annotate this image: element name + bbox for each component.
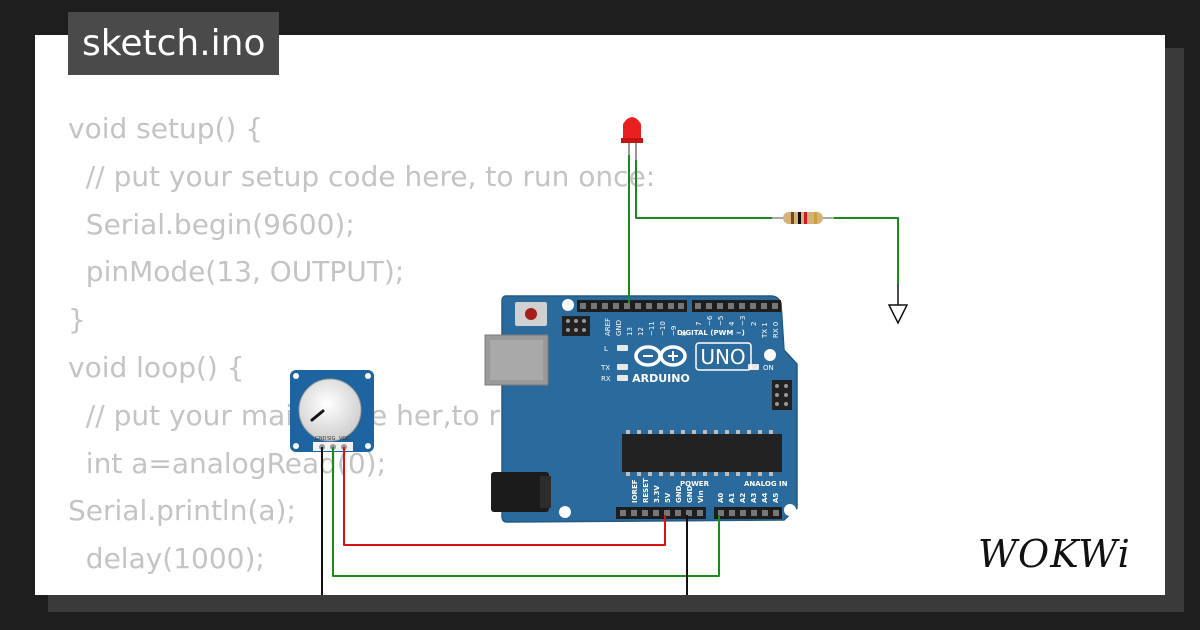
code-line: void loop() { [68, 350, 245, 384]
pot-pin-label: SIG [327, 436, 336, 442]
code-line: } [68, 303, 86, 337]
pot-pin-label: GND [315, 436, 327, 442]
analog-label: ANALOG IN [744, 480, 788, 488]
digital-header [577, 300, 781, 312]
ground-icon [887, 284, 909, 325]
power-jack [491, 472, 549, 512]
wokwi-logo: WOKWi [978, 532, 1131, 576]
reset-button-cap[interactable] [525, 308, 537, 320]
pin-label: ~11 [648, 321, 656, 336]
led-tx [617, 364, 628, 370]
pin-label: 5V [664, 492, 672, 503]
pin-label: ~10 [659, 321, 667, 336]
red-led[interactable] [621, 117, 643, 160]
code-line: delay(1000); [68, 542, 265, 576]
mounting-hole [784, 504, 796, 516]
pin-label: 2 [750, 322, 758, 326]
wire-resistor-to-ground [834, 217, 899, 284]
pin-label: A4 [761, 493, 769, 503]
pin-label: 8 [680, 332, 688, 336]
code-line: Serial.println(a); [68, 494, 296, 528]
icsp-header [562, 316, 590, 336]
pin-label: ~9 [670, 326, 678, 336]
pin-label: ~3 [739, 316, 747, 326]
potentiometer[interactable]: GND SIG VCC [290, 370, 374, 452]
pin-label: 12 [637, 327, 645, 336]
analog-header [714, 507, 782, 519]
pin-label: AREF [604, 318, 612, 336]
digital-label: DIGITAL (PWM ~) [677, 329, 745, 337]
pin-label: RESET [642, 478, 650, 503]
mounting-hole [559, 506, 571, 518]
pin-label: TX 1 [761, 322, 769, 339]
tx-label: TX [600, 364, 610, 372]
mounting-hole [764, 349, 776, 361]
code-line: Serial.begin(9600); [68, 207, 355, 241]
file-tab-label: sketch.ino [82, 23, 266, 64]
resistor[interactable] [772, 212, 834, 224]
led-rx [617, 375, 628, 381]
pin-label: Vin [697, 490, 705, 503]
led-l [617, 345, 628, 351]
power-label: POWER [680, 480, 710, 488]
pin-label: GND [686, 485, 694, 503]
potentiometer-knob[interactable] [298, 378, 362, 442]
arduino-logo-icon [634, 345, 687, 367]
pin-label: 4 [728, 321, 736, 326]
pin-label: 13 [626, 327, 634, 336]
pot-pin-label: VCC [339, 436, 350, 442]
wire-pot-sig-to-a0 [332, 447, 720, 577]
arduino-uno-board[interactable]: AREF GND 13 12 ~11 ~10 ~9 8 7 ~6 ~5 4 ~3… [484, 295, 798, 523]
file-tab[interactable]: sketch.ino [68, 12, 280, 75]
wire-led-to-resistor [635, 160, 772, 219]
pin-label: ~5 [717, 316, 725, 326]
rx-label: RX [601, 375, 611, 383]
led-l-label: L [604, 345, 608, 353]
code-line: void setup() { [68, 112, 264, 145]
brand-label: ARDUINO [632, 372, 690, 385]
code-preview: void setup() { // put your setup code he… [68, 105, 702, 583]
pin-label: A1 [728, 493, 736, 503]
led-body [623, 117, 641, 140]
knob-indicator [310, 409, 325, 422]
mounting-hole [562, 299, 574, 311]
pin-label: A5 [772, 493, 780, 503]
pin-label: RX 0 [772, 322, 780, 338]
pin-label: IOREF [631, 479, 639, 503]
wire-pot-vcc-to-5v [343, 447, 666, 546]
pin-label: A0 [717, 493, 725, 503]
wokwi-logo-text: WOKWi [978, 532, 1131, 576]
icsp-header-right [772, 380, 792, 410]
power-header [616, 507, 706, 519]
on-label: ON [763, 364, 774, 372]
microcontroller-chip [622, 430, 782, 476]
pin-label: ~6 [706, 315, 714, 326]
pin-label: GND [615, 320, 623, 336]
pin-label: 3.3V [653, 485, 661, 503]
pin-label: 7 [695, 322, 703, 326]
model-label: UNO [700, 345, 745, 369]
code-line: pinMode(13, OUTPUT); [68, 255, 405, 289]
pin-label: A2 [739, 493, 747, 503]
pin-label: A3 [750, 493, 758, 503]
code-line: // put your setup code here, to run once… [68, 159, 656, 193]
pin-label: GND [675, 485, 683, 503]
